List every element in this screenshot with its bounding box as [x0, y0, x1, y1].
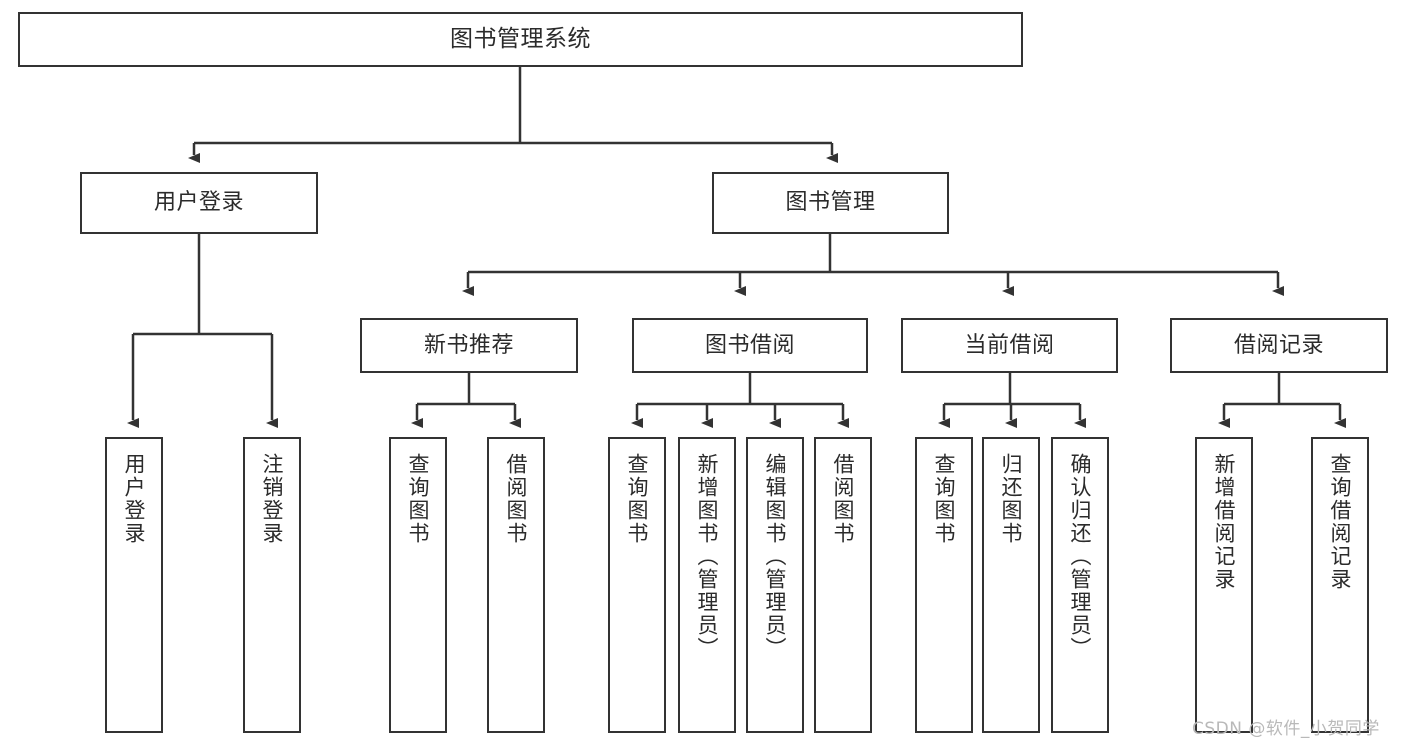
node-leaf-query-book-recommend[interactable]: 查询图书 [389, 437, 447, 733]
node-label: 图书管理 [785, 190, 876, 216]
node-leaf-edit-book-admin[interactable]: 编辑图书（管理员） [746, 437, 804, 733]
node-leaf-add-book-admin[interactable]: 新增图书（管理员） [678, 437, 736, 733]
node-label: 图书管理系统 [450, 25, 591, 52]
watermark-text: CSDN @软件_小贺同学 [1192, 719, 1380, 739]
node-leaf-logout[interactable]: 注销登录 [243, 437, 301, 733]
node-label: 借阅图书 [504, 453, 529, 545]
node-label: 查询图书 [625, 453, 650, 545]
node-leaf-user-login[interactable]: 用户登录 [105, 437, 163, 733]
node-leaf-query-book-borrow[interactable]: 查询图书 [608, 437, 666, 733]
node-root-system[interactable]: 图书管理系统 [18, 12, 1023, 67]
node-label: 新增借阅记录 [1212, 453, 1237, 591]
node-leaf-confirm-return-admin[interactable]: 确认归还（管理员） [1051, 437, 1109, 733]
node-book-borrow[interactable]: 图书借阅 [632, 318, 868, 373]
node-label: 查询借阅记录 [1328, 453, 1353, 591]
node-new-book-recommend[interactable]: 新书推荐 [360, 318, 578, 373]
node-label: 新书推荐 [423, 332, 514, 358]
node-label: 新增图书（管理员） [695, 453, 720, 660]
node-book-management[interactable]: 图书管理 [712, 172, 949, 234]
node-label: 注销登录 [260, 453, 285, 545]
node-label: 借阅记录 [1233, 332, 1324, 358]
node-label: 当前借阅 [964, 332, 1055, 358]
node-borrow-record[interactable]: 借阅记录 [1170, 318, 1388, 373]
node-current-borrow[interactable]: 当前借阅 [901, 318, 1118, 373]
node-leaf-return-book[interactable]: 归还图书 [982, 437, 1040, 733]
node-label: 确认归还（管理员） [1068, 453, 1093, 660]
node-user-login[interactable]: 用户登录 [80, 172, 318, 234]
node-leaf-add-borrow-record[interactable]: 新增借阅记录 [1195, 437, 1253, 733]
node-label: 用户登录 [122, 453, 147, 545]
node-label: 图书借阅 [704, 332, 795, 358]
node-label: 用户登录 [153, 190, 244, 216]
node-leaf-query-book-current[interactable]: 查询图书 [915, 437, 973, 733]
node-leaf-query-borrow-record[interactable]: 查询借阅记录 [1311, 437, 1369, 733]
node-label: 查询图书 [406, 453, 431, 545]
node-label: 归还图书 [999, 453, 1024, 545]
node-label: 编辑图书（管理员） [763, 453, 788, 660]
node-leaf-borrow-book-recommend[interactable]: 借阅图书 [487, 437, 545, 733]
node-label: 查询图书 [932, 453, 957, 545]
node-leaf-borrow-book[interactable]: 借阅图书 [814, 437, 872, 733]
node-label: 借阅图书 [831, 453, 856, 545]
